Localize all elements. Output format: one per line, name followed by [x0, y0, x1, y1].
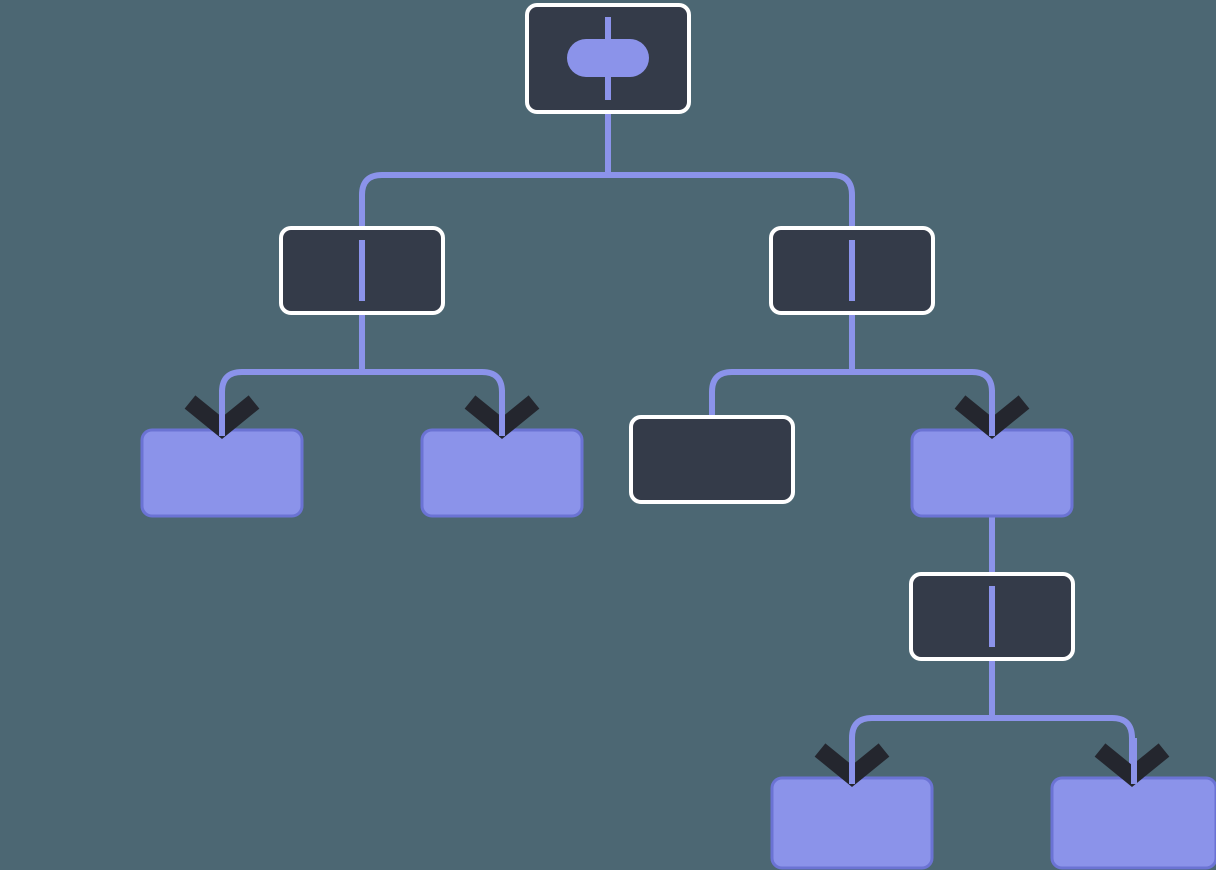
node-n5-dark[interactable]: [629, 415, 795, 504]
root-node-pill[interactable]: [567, 39, 649, 77]
node-n6-light[interactable]: [910, 428, 1074, 518]
arrowhead-layer: [184, 390, 1170, 787]
node-n9-light[interactable]: [1050, 776, 1216, 870]
edge-connector-e4: [709, 313, 855, 417]
edge-connector-e1: [605, 112, 855, 228]
node-n4-light[interactable]: [420, 428, 584, 518]
node-n3-light[interactable]: [140, 428, 304, 518]
edge-layer: [219, 112, 1135, 784]
edge-connector-e8: [989, 659, 1135, 784]
node-n8-light[interactable]: [770, 776, 934, 870]
edge-connector-e7: [849, 659, 995, 784]
edge-connector-e0: [359, 112, 611, 228]
node-layer: [140, 3, 1216, 870]
inner-stem-layer: [359, 17, 995, 647]
